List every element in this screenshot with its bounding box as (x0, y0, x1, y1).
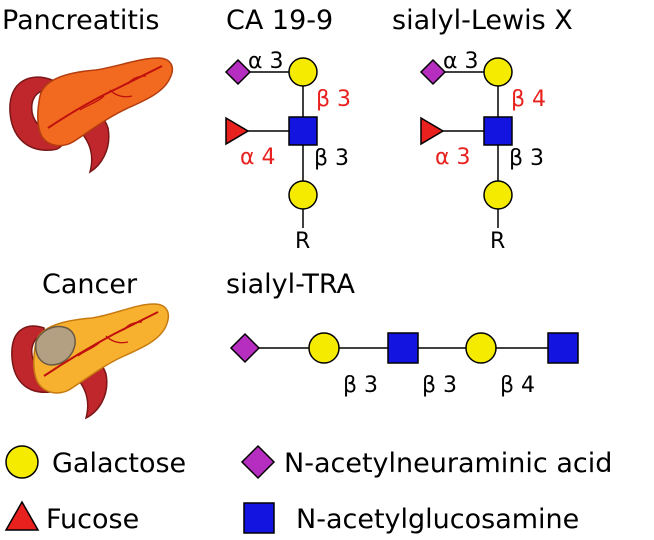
slex-neu-icon (419, 58, 447, 86)
heading-ca199: CA 19-9 (226, 5, 333, 36)
slex-structure: α 3 β 4 α 3 β 3 R (419, 49, 546, 254)
stra-structure: β 3 β 3 β 4 (229, 332, 579, 398)
stra-gal-2-icon (465, 332, 497, 364)
stra-gal-1-icon (308, 332, 340, 364)
stra-glcnac-1-icon (387, 332, 419, 364)
ca199-link-gal-glc: β 3 (316, 87, 351, 112)
slex-glcnac-icon (483, 116, 513, 146)
pancreas-inflamed-icon (9, 57, 174, 174)
legend-glcnac: N-acetylglucosamine (296, 504, 579, 535)
heading-pancreatitis: Pancreatitis (2, 5, 159, 36)
legend-galactose: Galactose (52, 448, 186, 479)
slex-link-neu-gal: α 3 (443, 49, 479, 74)
stra-neu-icon (229, 332, 261, 364)
legend-fucose: Fucose (46, 504, 139, 535)
heading-slex: sialyl-Lewis X (392, 5, 573, 36)
slex-link-fuc-glc: α 3 (435, 145, 471, 170)
ca199-glcnac-icon (288, 116, 318, 146)
stra-link-2: β 3 (422, 373, 457, 398)
ca199-link-fuc-glc: α 4 (240, 145, 276, 170)
ca199-fuc-icon (225, 116, 250, 146)
ca199-link-neu-gal: α 3 (248, 49, 284, 74)
ca199-structure: α 3 β 3 α 4 β 3 R (224, 49, 351, 254)
stra-link-1: β 3 (343, 373, 378, 398)
slex-link-glc-gal: β 3 (509, 146, 544, 171)
heading-cancer: Cancer (42, 269, 138, 300)
legend: Galactose N-acetylneuraminic acid Fucose… (4, 444, 612, 535)
stra-link-3: β 4 (500, 373, 535, 398)
heading-stra: sialyl-TRA (226, 269, 356, 300)
slex-gal-top-icon (483, 57, 513, 87)
ca199-neu-icon (224, 58, 252, 86)
slex-gal-bottom-icon (483, 180, 513, 210)
legend-galactose-icon (5, 445, 39, 479)
pancreas-tumor-icon (11, 303, 170, 420)
ca199-root: R (295, 229, 310, 254)
legend-neu: N-acetylneuraminic acid (284, 448, 612, 479)
stra-glcnac-2-icon (547, 332, 579, 364)
legend-neu-icon (240, 444, 276, 480)
ca199-gal-top-icon (288, 57, 318, 87)
slex-root: R (490, 229, 505, 254)
legend-glcnac-icon (243, 502, 275, 534)
legend-fucose-icon (4, 500, 40, 531)
slex-link-gal-glc: β 4 (511, 87, 546, 112)
slex-fuc-icon (420, 116, 445, 146)
ca199-link-glc-gal: β 3 (314, 146, 349, 171)
ca199-gal-bottom-icon (288, 180, 318, 210)
